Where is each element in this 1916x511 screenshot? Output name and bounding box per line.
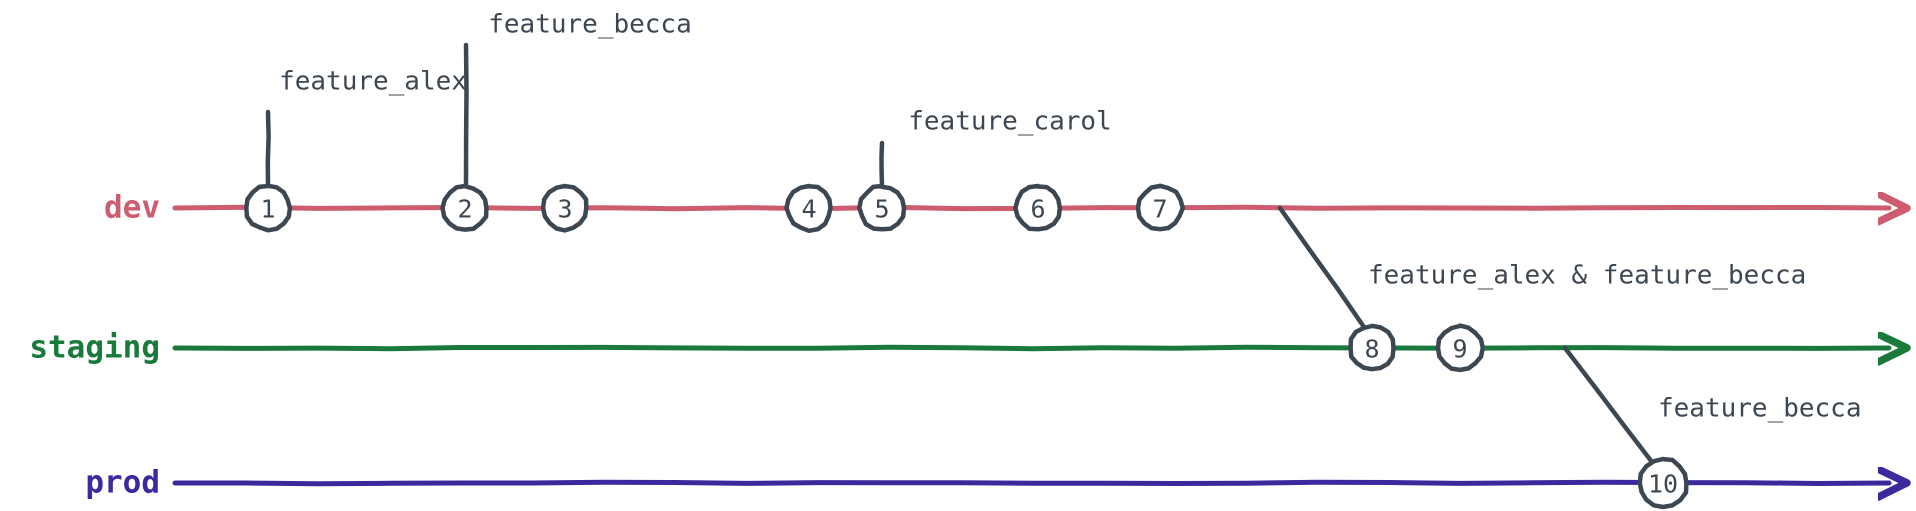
commit-circle-10 bbox=[1637, 456, 1689, 510]
branch-labels-group: dev staging prod bbox=[29, 190, 160, 501]
commit-node-10[interactable]: 10 bbox=[1637, 456, 1689, 510]
merge-label-merge-staging-to-prod: feature_becca bbox=[1658, 394, 1862, 424]
merge-label-merge-dev-to-staging: feature_alex & feature_becca bbox=[1368, 261, 1806, 291]
commit-circle-9 bbox=[1435, 323, 1486, 373]
commit-circle-4 bbox=[784, 183, 833, 234]
commit-number-1: 1 bbox=[260, 195, 275, 224]
commit-node-2[interactable]: 2 bbox=[440, 183, 489, 232]
commit-circle-5 bbox=[857, 183, 907, 232]
commit-nodes-group: 1 2 3 4 5 6 7 8 9 10 bbox=[244, 183, 1689, 510]
merge-lines-group bbox=[1277, 205, 1658, 469]
bracket-feature-becca bbox=[463, 42, 469, 189]
commit-circle-1 bbox=[244, 183, 293, 233]
commit-node-9[interactable]: 9 bbox=[1435, 323, 1486, 373]
branch-label-dev: dev bbox=[104, 190, 160, 226]
commit-number-9: 9 bbox=[1452, 335, 1467, 364]
commit-node-8[interactable]: 8 bbox=[1348, 323, 1396, 372]
feature-brackets-group bbox=[265, 42, 885, 189]
branch-lines-group bbox=[172, 207, 1889, 484]
bracket-feature-carol bbox=[879, 140, 885, 189]
commit-number-5: 5 bbox=[874, 195, 889, 224]
feature-label-feature-carol: feature_carol bbox=[908, 107, 1112, 137]
commit-circle-7 bbox=[1135, 183, 1186, 232]
commit-node-4[interactable]: 4 bbox=[784, 183, 833, 234]
commit-number-10: 10 bbox=[1648, 470, 1678, 499]
commit-number-3: 3 bbox=[557, 195, 572, 224]
branch-label-prod: prod bbox=[85, 465, 160, 501]
text-labels-group: feature_alexfeature_beccafeature_carolfe… bbox=[279, 10, 1861, 424]
commit-circle-2 bbox=[440, 183, 489, 232]
commit-node-5[interactable]: 5 bbox=[857, 183, 907, 232]
commit-number-7: 7 bbox=[1152, 195, 1167, 224]
commit-number-2: 2 bbox=[457, 195, 472, 224]
feature-label-feature-alex: feature_alex bbox=[279, 67, 467, 97]
commit-number-4: 4 bbox=[801, 195, 816, 224]
commit-number-6: 6 bbox=[1030, 195, 1045, 224]
branch-label-staging: staging bbox=[29, 330, 160, 366]
commit-circle-3 bbox=[540, 183, 589, 233]
merge-line-merge-dev-to-staging bbox=[1277, 205, 1369, 333]
feature-label-feature-becca: feature_becca bbox=[488, 10, 692, 40]
commit-node-6[interactable]: 6 bbox=[1013, 183, 1063, 232]
branch-line-prod bbox=[172, 482, 1889, 484]
commit-node-1[interactable]: 1 bbox=[244, 183, 293, 233]
commit-node-7[interactable]: 7 bbox=[1135, 183, 1186, 232]
merge-line-merge-staging-to-prod bbox=[1562, 345, 1658, 469]
commit-circle-8 bbox=[1348, 323, 1396, 372]
commit-node-3[interactable]: 3 bbox=[540, 183, 589, 233]
branch-line-staging bbox=[172, 347, 1889, 349]
commit-number-8: 8 bbox=[1364, 335, 1379, 364]
commit-circle-6 bbox=[1013, 183, 1063, 232]
bracket-feature-alex bbox=[265, 109, 271, 189]
